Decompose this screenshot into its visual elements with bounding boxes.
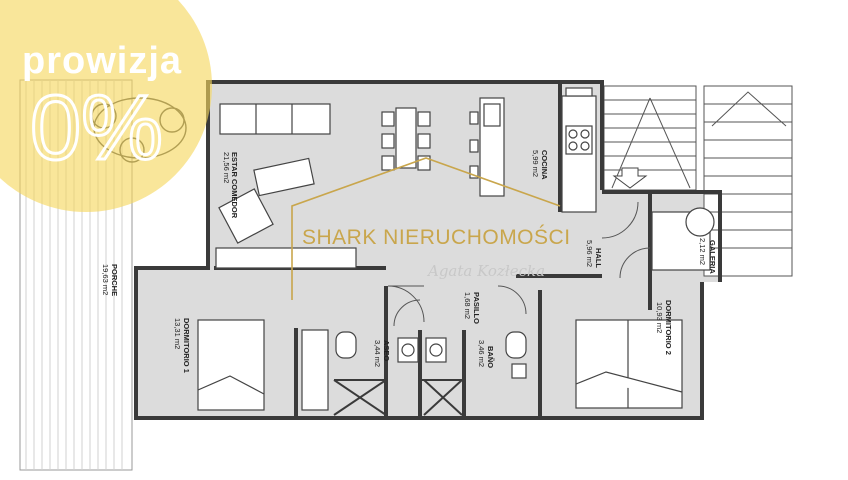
label-dormitorio1-area: 13,31 m2	[173, 318, 182, 349]
label-hall-name: HALL	[594, 248, 603, 268]
label-pasillo-area: 1,68 m2	[463, 292, 472, 319]
bathroom-fixtures	[335, 331, 527, 379]
label-galeria-name: GALERIA	[708, 240, 717, 274]
label-porche-area: 19,63 m2	[101, 264, 110, 295]
label-cocina-area: 5,99 m2	[531, 150, 540, 177]
label-galeria-area: 2,12 m2	[698, 238, 707, 265]
label-dormitorio1-name: DORMITORIO 1	[182, 318, 191, 373]
watermark-company: SHARK NIERUCHOMOŚCI	[302, 226, 571, 249]
label-bano-area: 3,46 m2	[477, 340, 486, 367]
watermark-signature: Agata Kozłecka	[428, 262, 546, 280]
room-labels: ESTAR COMEDOR 21,56 m2 COCINA 5,99 m2 HA…	[101, 150, 717, 373]
commission-badge-title: prowizja	[22, 40, 183, 82]
label-dormitorio2-name: DORMITORIO 2	[664, 300, 673, 355]
label-aseo-area: 3,44 m2	[373, 340, 382, 367]
label-bano-name: BAÑO	[486, 346, 495, 368]
label-pasillo-name: PASILLO	[472, 292, 481, 324]
label-estar-area: 21,56 m2	[222, 152, 231, 183]
bedroom2-furniture	[575, 207, 715, 409]
label-dormitorio2-area: 10,93 m2	[655, 302, 664, 333]
label-hall-area: 5,96 m2	[585, 240, 594, 267]
bedroom1-furniture	[197, 319, 329, 411]
door-swings	[387, 201, 651, 327]
label-aseo-name: ASEO	[382, 340, 391, 361]
commission-badge-percent: 0%	[29, 77, 165, 179]
watermark-house-icon	[291, 157, 561, 300]
interior-partitions	[333, 379, 464, 416]
label-cocina-name: COCINA	[540, 150, 549, 180]
living-furniture	[215, 103, 431, 269]
kitchen-furniture	[469, 87, 597, 213]
label-porche-name: PORCHE	[110, 264, 119, 296]
walls	[134, 80, 722, 420]
label-estar-name: ESTAR COMEDOR	[230, 152, 239, 219]
